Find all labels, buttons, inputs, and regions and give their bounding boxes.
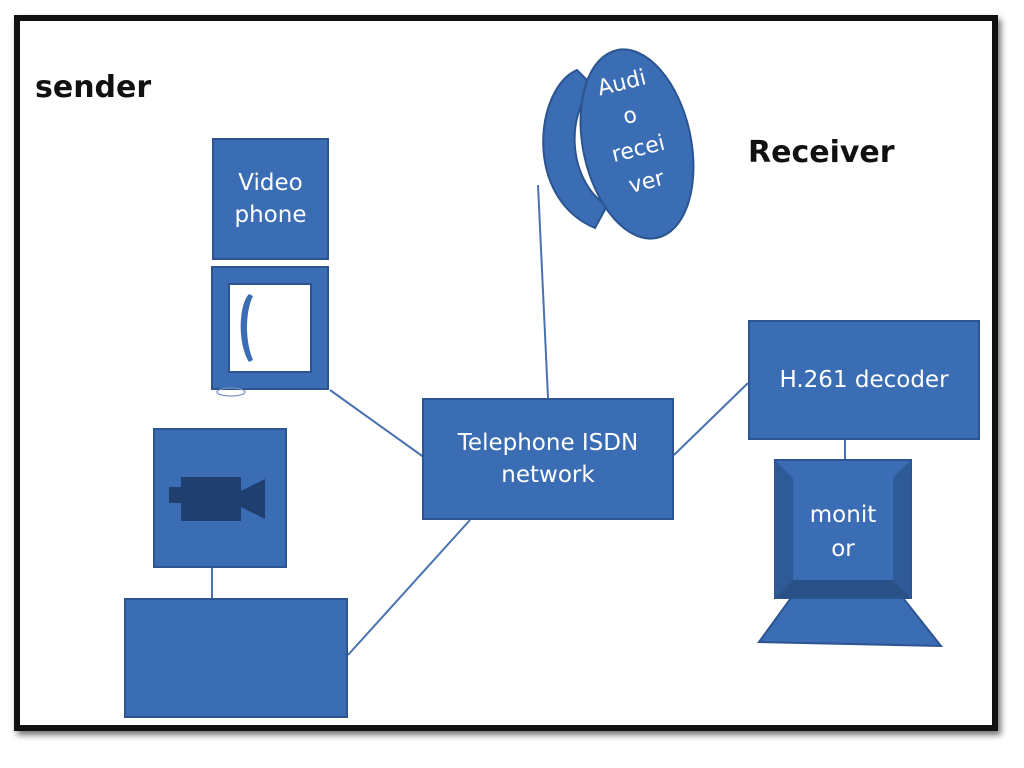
line-audio-network [537,184,549,399]
audio-label-line2: o [621,103,640,131]
network-label-line2: network [501,462,595,488]
monitor: monit or [757,459,944,648]
video-camera-icon [169,477,265,521]
videophone-screen [211,266,329,397]
audio-receiver: Audi o recei ver [542,48,695,240]
decoder-box: H.261 decoder [748,320,980,440]
phone-handset-icon [240,294,253,362]
sender-computer-box [124,598,348,718]
videophone-box: Video phone [212,138,329,260]
monitor-stand [757,597,944,648]
line-network-decoder [673,382,749,456]
monitor-label-line1: monit [810,502,876,528]
videophone-label-line2: phone [234,202,307,228]
isdn-network-box: Telephone ISDN network [422,398,674,520]
network-label-line1: Telephone ISDN [457,430,639,456]
audio-handset-icon [542,68,609,230]
receiver-label: Receiver [748,135,895,170]
sender-label: sender [35,70,152,105]
monitor-label-line2: or [831,536,855,562]
line-videophone-network [329,389,426,459]
videophone-label-line1: Video [238,170,303,196]
camera-box [153,428,287,568]
line-pc-network [347,519,471,656]
